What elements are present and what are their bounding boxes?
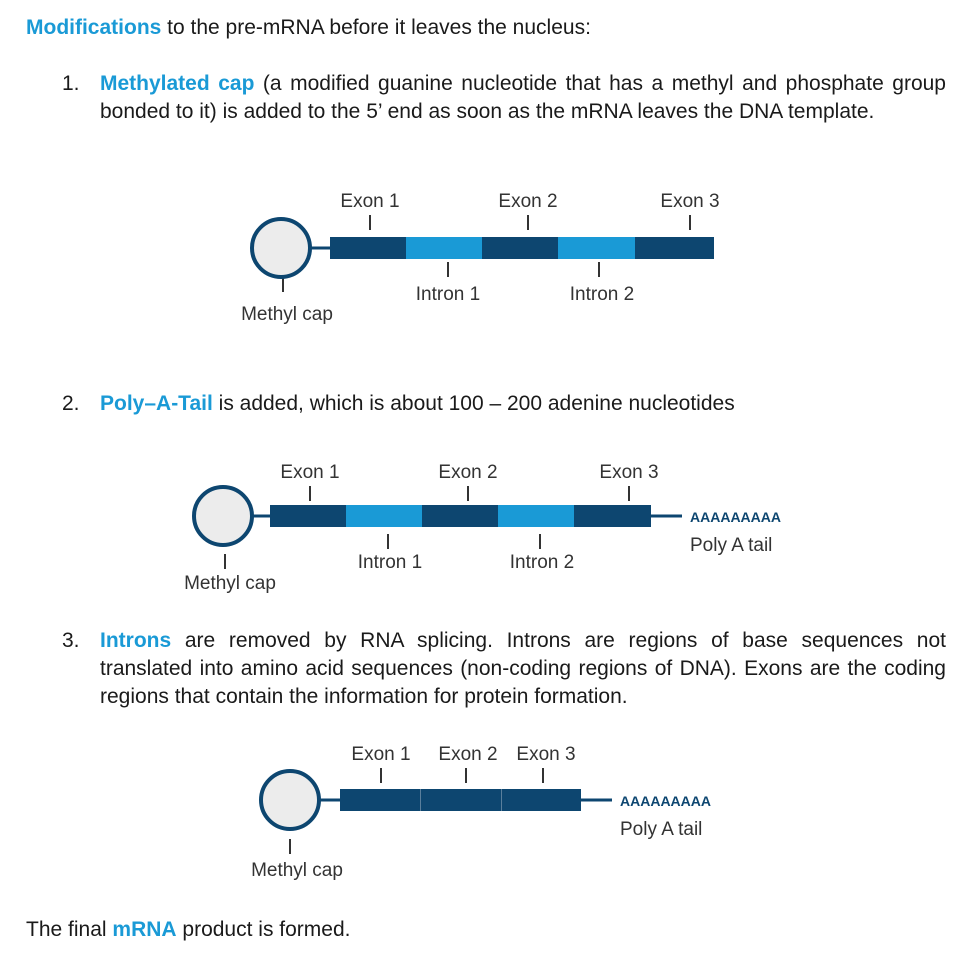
step-3-number: 3. bbox=[62, 629, 80, 652]
methyl-cap-circle bbox=[259, 769, 321, 831]
step-1-number: 1. bbox=[62, 72, 80, 95]
exon-1-block bbox=[340, 789, 420, 811]
step-2-number: 2. bbox=[62, 392, 80, 415]
diagram-with-poly-a-tail: Exon 1 Exon 2 Exon 3 AAAAAAAAA Poly A ta… bbox=[184, 462, 781, 594]
methyl-cap-label: Methyl cap bbox=[251, 860, 343, 881]
final-before: The final bbox=[26, 918, 113, 941]
step-2: 2. Poly–A-Tail is added, which is about … bbox=[62, 390, 946, 418]
poly-a-sequence: AAAAAAAAA bbox=[620, 793, 711, 809]
intron-2-label: Intron 2 bbox=[570, 284, 634, 305]
diagram-final-mrna: Exon 1 Exon 2 Exon 3 AAAAAAAAA Poly A ta… bbox=[251, 744, 711, 881]
exon-1-block bbox=[270, 505, 346, 527]
exon-1-label: Exon 1 bbox=[340, 191, 399, 212]
intron-1-block bbox=[346, 505, 422, 527]
step-2-highlight: Poly–A-Tail bbox=[100, 392, 213, 415]
step-1-text: Methylated cap (a modified guanine nucle… bbox=[100, 70, 946, 126]
step-2-rest: is added, which is about 100 – 200 adeni… bbox=[212, 392, 735, 415]
exon-3-block bbox=[635, 237, 714, 259]
diagram-pre-mrna: Exon 1 Exon 2 Exon 3 Intron 1 Intron 2 M… bbox=[241, 191, 720, 325]
exon-3-block bbox=[574, 505, 651, 527]
poly-a-tail-label: Poly A tail bbox=[620, 819, 702, 840]
intron-2-block bbox=[558, 237, 635, 259]
exon-1-block bbox=[330, 237, 406, 259]
intron-1-label: Intron 1 bbox=[358, 552, 422, 573]
final-highlight: mRNA bbox=[112, 918, 177, 941]
exon-2-label: Exon 2 bbox=[438, 462, 497, 483]
step-3-highlight: Introns bbox=[100, 629, 172, 652]
step-3-text: Introns are removed by RNA splicing. Int… bbox=[100, 627, 946, 711]
step-1-highlight: Methylated cap bbox=[100, 72, 255, 95]
poly-a-tail-label: Poly A tail bbox=[690, 535, 772, 556]
intron-1-label: Intron 1 bbox=[416, 284, 480, 305]
intro-highlight: Modifications bbox=[26, 16, 162, 39]
exon-3-label: Exon 3 bbox=[516, 744, 575, 765]
step-1: 1. Methylated cap (a modified guanine nu… bbox=[62, 70, 946, 126]
step-2-text: Poly–A-Tail is added, which is about 100… bbox=[100, 390, 946, 418]
exon-2-block bbox=[422, 505, 498, 527]
intro-rest: to the pre-mRNA before it leaves the nuc… bbox=[161, 16, 591, 39]
final-text: The final mRNA product is formed. bbox=[26, 918, 350, 942]
exon-3-block bbox=[502, 789, 581, 811]
methyl-cap-circle bbox=[192, 485, 254, 547]
methyl-cap-label: Methyl cap bbox=[184, 573, 276, 594]
exon-2-label: Exon 2 bbox=[438, 744, 497, 765]
exon-1-label: Exon 1 bbox=[280, 462, 339, 483]
intron-1-block bbox=[406, 237, 482, 259]
exon-1-label: Exon 1 bbox=[351, 744, 410, 765]
step-3-rest: are removed by RNA splicing. Introns are… bbox=[100, 629, 946, 708]
intron-2-label: Intron 2 bbox=[510, 552, 574, 573]
step-1-rest: (a modified guanine nucleotide that has … bbox=[100, 72, 946, 123]
exon-2-label: Exon 2 bbox=[498, 191, 557, 212]
poly-a-sequence: AAAAAAAAA bbox=[690, 509, 781, 525]
final-after: product is formed. bbox=[176, 918, 351, 941]
step-3: 3. Introns are removed by RNA splicing. … bbox=[62, 627, 946, 711]
exon-2-block bbox=[421, 789, 501, 811]
methyl-cap-label: Methyl cap bbox=[241, 304, 333, 325]
intro-text: Modifications to the pre-mRNA before it … bbox=[26, 16, 591, 40]
methyl-cap-circle bbox=[250, 217, 312, 279]
intron-2-block bbox=[498, 505, 574, 527]
exon-3-label: Exon 3 bbox=[660, 191, 719, 212]
exon-2-block bbox=[482, 237, 558, 259]
exon-3-label: Exon 3 bbox=[599, 462, 658, 483]
